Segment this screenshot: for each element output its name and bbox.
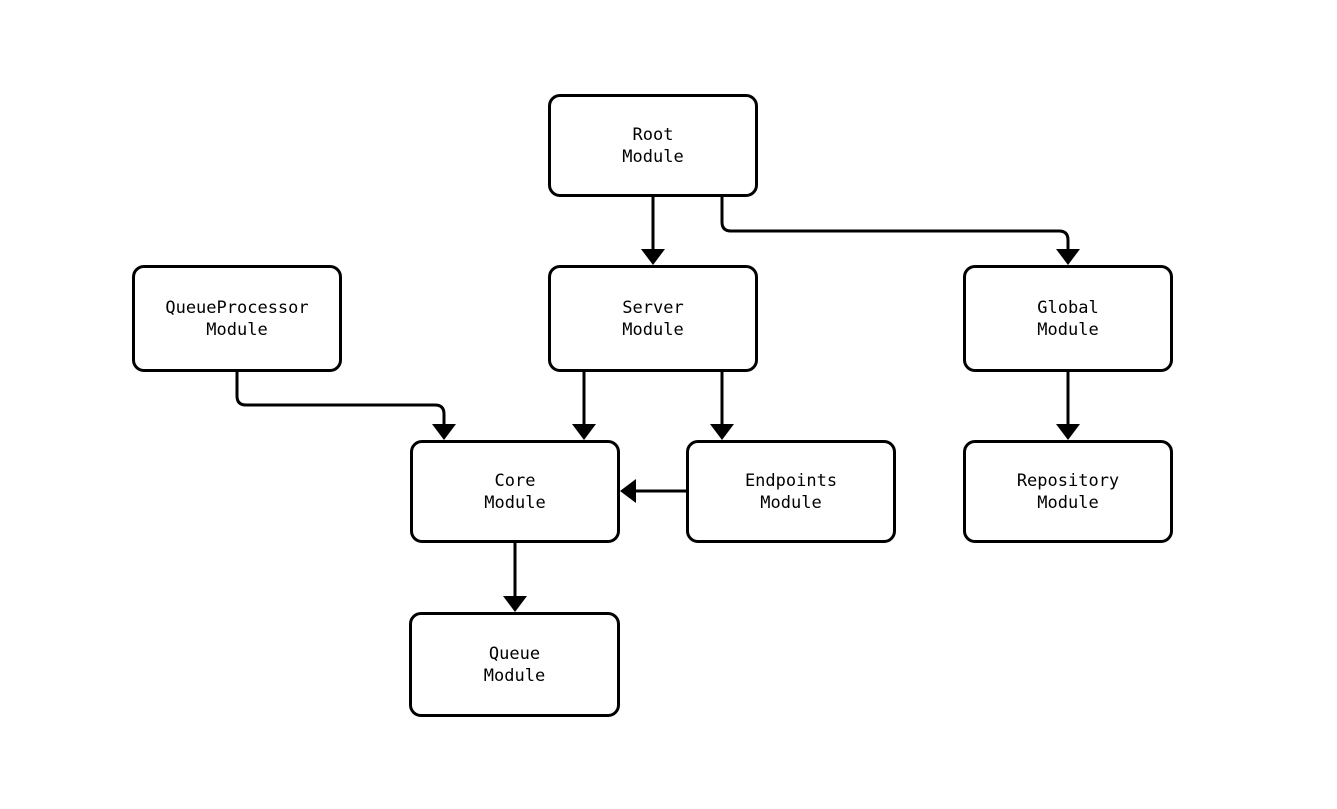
node-label-line1: QueueProcessor xyxy=(165,297,309,318)
arrowhead-icon xyxy=(503,596,527,612)
node-label-line2: Module xyxy=(1037,492,1099,513)
node-label-line2: Module xyxy=(484,492,546,513)
arrowhead-icon xyxy=(641,249,665,265)
arrowhead-icon xyxy=(710,424,734,440)
node-label-line2: Module xyxy=(760,492,822,513)
node-label-line1: Repository xyxy=(1016,470,1120,491)
node-label-line1: Queue xyxy=(488,643,541,664)
node-label-line2: Module xyxy=(622,319,684,340)
node-label-line2: Module xyxy=(622,146,684,167)
arrowhead-icon xyxy=(572,424,596,440)
edge-root-to-global xyxy=(720,197,1080,265)
edge-server-to-endpoints xyxy=(710,372,734,440)
arrowhead-icon xyxy=(432,424,456,440)
edge-root-to-server xyxy=(641,197,665,265)
edge-core-to-queue xyxy=(503,543,527,612)
arrowhead-icon xyxy=(1056,249,1080,265)
node-label-line1: Server xyxy=(622,297,684,318)
node-label-line2: Module xyxy=(483,665,546,686)
arrowhead-icon xyxy=(1056,424,1080,440)
node-label-line1: Global xyxy=(1037,297,1099,318)
edge-line xyxy=(720,197,1070,254)
arrowhead-icon xyxy=(620,479,636,503)
edge-endpoints-to-core xyxy=(620,479,686,503)
node-label-line1: Core xyxy=(494,470,536,491)
edge-line xyxy=(235,372,446,429)
node-label-line1: Root xyxy=(632,124,674,145)
edge-server-to-core xyxy=(572,372,596,440)
edge-queueprocessor-to-core xyxy=(235,372,456,440)
node-label-line2: Module xyxy=(206,319,268,340)
node-label-line2: Module xyxy=(1037,319,1099,340)
edge-global-to-repository xyxy=(1056,372,1080,440)
node-label-line1: Endpoints xyxy=(744,470,838,491)
